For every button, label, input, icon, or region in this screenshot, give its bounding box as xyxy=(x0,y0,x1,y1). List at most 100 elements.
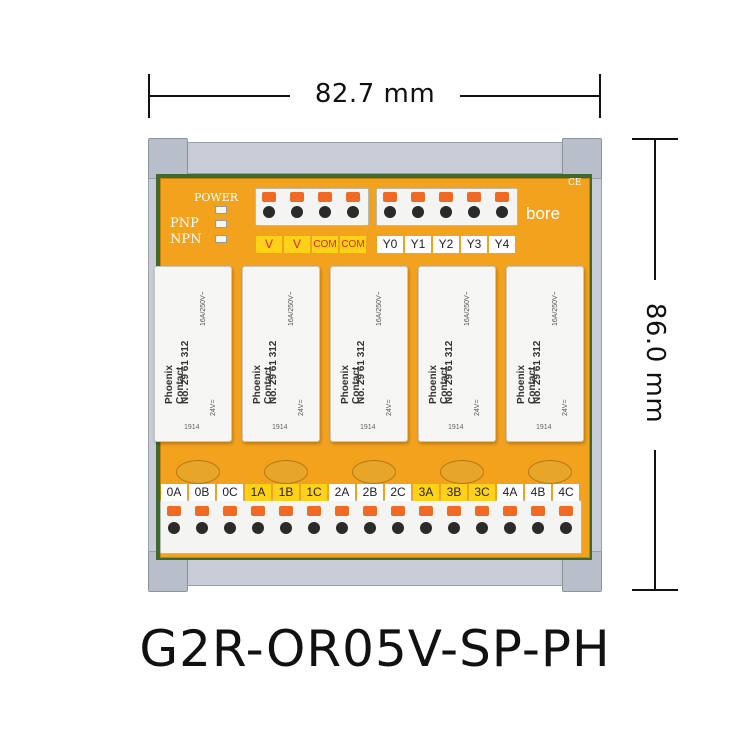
relay-year: 1914 xyxy=(360,424,376,431)
height-dim-line-top xyxy=(654,140,656,280)
terminal-lever[interactable] xyxy=(290,192,304,202)
terminal-hole xyxy=(384,206,396,218)
terminal-hole xyxy=(308,522,320,534)
width-dim-line-left xyxy=(150,95,290,97)
terminal-hole xyxy=(392,522,404,534)
terminal-lever[interactable] xyxy=(411,192,425,202)
relay-coil: 24V= xyxy=(386,399,393,416)
relay-rating: 16A/250V~ xyxy=(200,291,207,326)
pnp-silk-label: PNP xyxy=(170,216,199,231)
terminal-lever[interactable] xyxy=(346,192,360,202)
terminal-lever[interactable] xyxy=(503,506,517,516)
terminal-lever[interactable] xyxy=(531,506,545,516)
terminal-lever[interactable] xyxy=(307,506,321,516)
output-terminal-label: Y1 xyxy=(405,236,431,253)
terminal-hole xyxy=(336,522,348,534)
relay-coil: 24V= xyxy=(210,399,217,416)
terminal-hole xyxy=(440,206,452,218)
din-rail-top xyxy=(152,142,598,174)
supply-terminal-label: V xyxy=(256,236,282,253)
supply-terminal-label: V xyxy=(284,236,310,253)
relay-part-number: No. 29 61 312 xyxy=(180,340,191,404)
relay-coil: 24V= xyxy=(474,399,481,416)
brand-logo: bore xyxy=(526,204,561,223)
load-terminal-label: 1A xyxy=(245,484,271,501)
terminal-hole xyxy=(468,206,480,218)
relay-rating: 16A/250V~ xyxy=(376,291,383,326)
terminal-hole xyxy=(420,522,432,534)
terminal-hole xyxy=(196,522,208,534)
power-led xyxy=(215,206,227,214)
power-silk-label: POWER xyxy=(194,191,239,204)
terminal-hole xyxy=(252,522,264,534)
terminal-lever[interactable] xyxy=(475,506,489,516)
terminal-lever[interactable] xyxy=(195,506,209,516)
terminal-lever[interactable] xyxy=(383,192,397,202)
load-terminal-label: 2A xyxy=(329,484,355,501)
terminal-hole xyxy=(448,522,460,534)
height-dim-top-tick xyxy=(632,138,678,140)
relay-part-number: No. 29 61 312 xyxy=(268,340,279,404)
relay-year: 1914 xyxy=(448,424,464,431)
terminal-lever[interactable] xyxy=(335,506,349,516)
terminal-lever[interactable] xyxy=(447,506,461,516)
terminal-lever[interactable] xyxy=(251,506,265,516)
relay-year: 1914 xyxy=(536,424,552,431)
width-dimension-label: 82.7 mm xyxy=(314,79,436,109)
output-terminal-label: Y4 xyxy=(489,236,515,253)
relay-year: 1914 xyxy=(272,424,288,431)
width-dim-line-right xyxy=(460,95,599,97)
terminal-lever[interactable] xyxy=(279,506,293,516)
relay xyxy=(506,266,584,442)
relay xyxy=(418,266,496,442)
width-dim-right-tick xyxy=(599,74,601,118)
output-terminal-label: Y2 xyxy=(433,236,459,253)
terminal-hole xyxy=(532,522,544,534)
terminal-lever[interactable] xyxy=(495,192,509,202)
terminal-lever[interactable] xyxy=(363,506,377,516)
varistor xyxy=(264,460,308,484)
supply-terminal-label: COM xyxy=(312,236,338,253)
load-terminal-label: 2B xyxy=(357,484,383,501)
terminal-lever[interactable] xyxy=(262,192,276,202)
load-terminal-label: 1C xyxy=(301,484,327,501)
supply-terminal-label: COM xyxy=(340,236,366,253)
output-terminal-label: Y0 xyxy=(377,236,403,253)
terminal-lever[interactable] xyxy=(391,506,405,516)
varistor xyxy=(440,460,484,484)
relay-year: 1914 xyxy=(184,424,200,431)
load-terminal-label: 1B xyxy=(273,484,299,501)
terminal-lever[interactable] xyxy=(439,192,453,202)
output-terminal-label: Y3 xyxy=(461,236,487,253)
relay xyxy=(242,266,320,442)
load-terminal-label: 4B xyxy=(525,484,551,501)
terminal-lever[interactable] xyxy=(318,192,332,202)
relay-coil: 24V= xyxy=(298,399,305,416)
load-terminal-label: 3A xyxy=(413,484,439,501)
relay xyxy=(330,266,408,442)
terminal-lever[interactable] xyxy=(223,506,237,516)
relay xyxy=(154,266,232,442)
varistor xyxy=(176,460,220,484)
terminal-lever[interactable] xyxy=(467,192,481,202)
terminal-lever[interactable] xyxy=(167,506,181,516)
relay-coil: 24V= xyxy=(562,399,569,416)
load-terminal-label: 2C xyxy=(385,484,411,501)
terminal-hole xyxy=(319,206,331,218)
npn-led xyxy=(215,235,227,243)
pnp-led xyxy=(215,220,227,228)
terminal-hole xyxy=(263,206,275,218)
terminal-hole xyxy=(168,522,180,534)
terminal-hole xyxy=(280,522,292,534)
terminal-hole xyxy=(496,206,508,218)
relay-rating: 16A/250V~ xyxy=(464,291,471,326)
model-name: G2R-OR05V-SP-PH xyxy=(139,620,611,678)
terminal-lever[interactable] xyxy=(559,506,573,516)
height-dimension-label: 86.0 mm xyxy=(640,302,670,424)
terminal-lever[interactable] xyxy=(419,506,433,516)
terminal-hole xyxy=(476,522,488,534)
